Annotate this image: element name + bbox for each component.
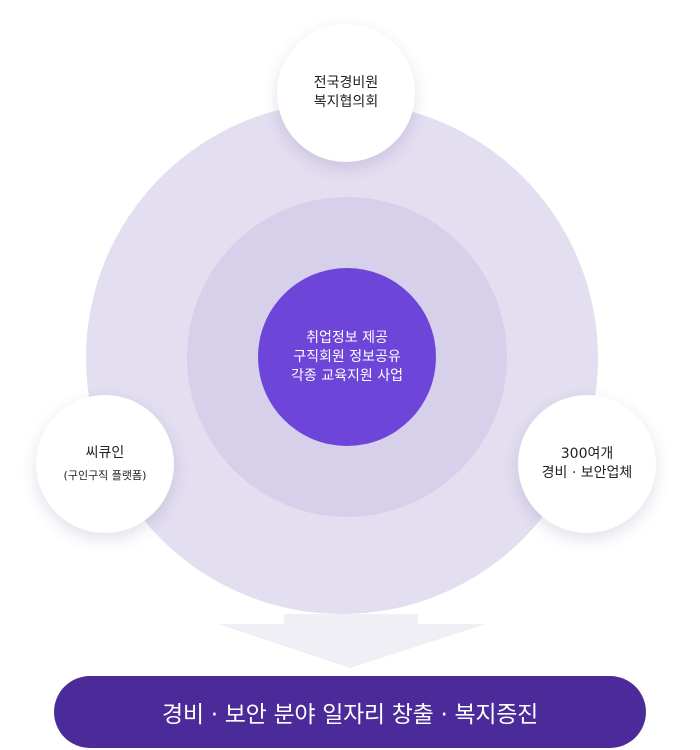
- goal-banner-text: 경비 · 보안 분야 일자리 창출 · 복지증진: [162, 702, 538, 728]
- center-core-circle: 취업정보 제공 구직회원 정보공유 각종 교육지원 사업: [258, 268, 436, 446]
- node-top-line-1: 전국경비원: [313, 75, 379, 91]
- node-security-companies: 300여개 경비 · 보안업체: [518, 395, 656, 533]
- node-right-line-1: 300여개: [560, 446, 614, 462]
- node-welfare-council: 전국경비원 복지협의회: [277, 24, 415, 162]
- center-line-2: 구직회원 정보공유: [293, 348, 401, 365]
- node-right-line-2: 경비 · 보안업체: [541, 465, 633, 481]
- center-line-3: 각종 교육지원 사업: [291, 367, 403, 384]
- node-left-subtitle: (구인구직 플랫폼): [63, 469, 147, 482]
- center-line-1: 취업정보 제공: [306, 329, 388, 346]
- node-secuin-platform: 씨큐인 (구인구직 플랫폼): [36, 395, 174, 533]
- node-top-line-2: 복지협의회: [313, 94, 379, 110]
- goal-banner: 경비 · 보안 분야 일자리 창출 · 복지증진: [54, 676, 646, 748]
- node-left-title: 씨큐인: [85, 445, 125, 461]
